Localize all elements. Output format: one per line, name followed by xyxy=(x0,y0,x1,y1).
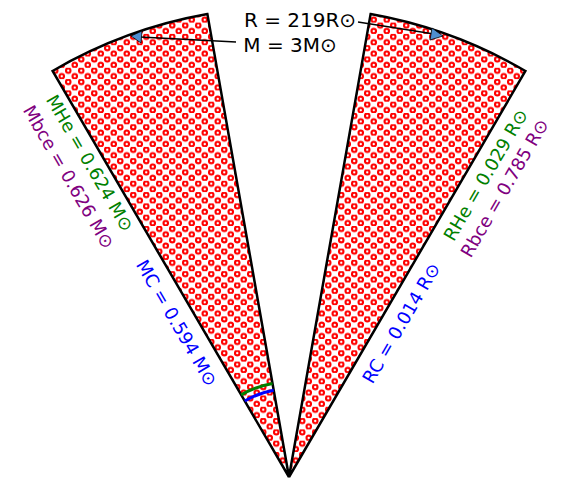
radius-wedge xyxy=(289,14,525,477)
helium-core-arc xyxy=(241,383,272,395)
mass-wedge xyxy=(53,14,289,477)
marker xyxy=(131,31,142,43)
carbon-core-arc xyxy=(245,390,274,401)
radius-label: R = 219R⊙ xyxy=(242,9,358,32)
marker xyxy=(430,28,443,40)
leader-line xyxy=(358,22,434,34)
leader-line xyxy=(140,37,236,42)
mass-label: M = 3M⊙ xyxy=(241,34,338,57)
